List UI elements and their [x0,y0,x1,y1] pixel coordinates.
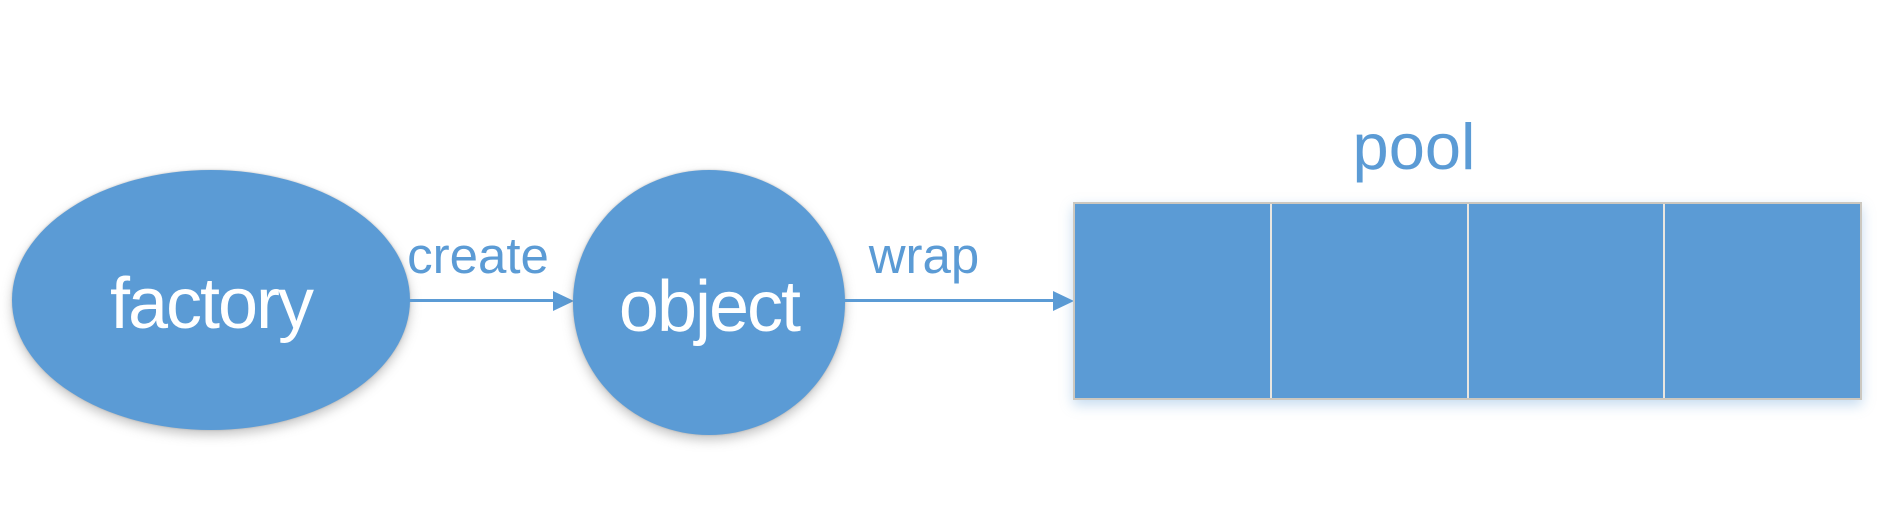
wrap-arrow-line [843,299,1055,302]
pool-cell [1466,204,1664,398]
pool-title: pool [1352,110,1476,183]
pool-cell [1075,204,1270,398]
factory-node-label: factory [109,264,314,344]
create-edge-label: create [407,227,549,284]
create-arrow-line [407,299,555,302]
object-node: object [573,170,845,435]
wrap-edge-label: wrap [868,227,980,284]
object-node-label: object [618,266,801,347]
wrap-arrowhead-icon [1053,291,1074,311]
pool-cell [1269,204,1467,398]
pool-cell [1663,204,1860,398]
pool-node [1073,202,1862,400]
create-arrowhead-icon [553,291,574,311]
factory-node: factory [12,170,410,430]
